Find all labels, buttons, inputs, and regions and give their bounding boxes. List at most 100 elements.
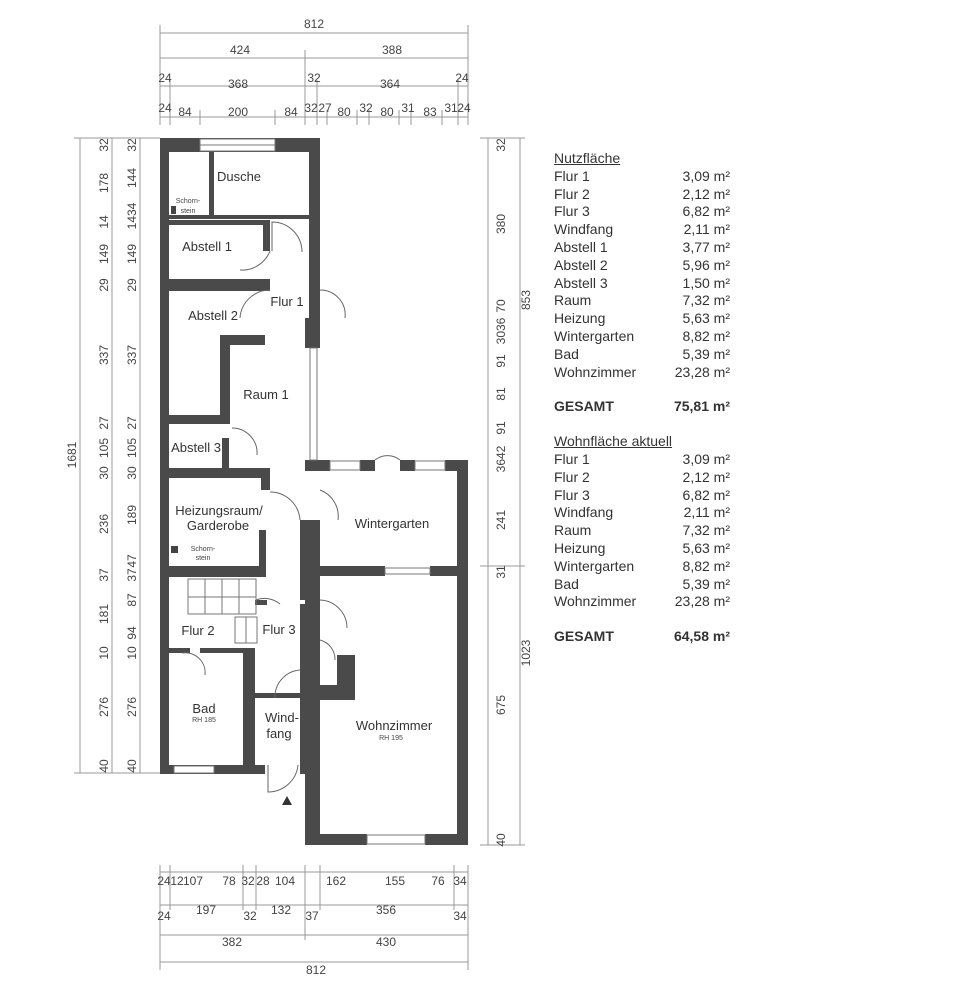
svg-text:91: 91	[494, 354, 508, 368]
svg-text:30: 30	[97, 466, 111, 480]
room-label-schornstein-bottom: stein	[196, 555, 211, 562]
svg-text:144: 144	[125, 168, 139, 188]
dim-top-left: 424	[230, 43, 250, 57]
windows	[173, 138, 446, 845]
dim-left-col2: 32 144 1434 149 29 337 27 105 30 189 47 …	[125, 138, 139, 773]
svg-text:91: 91	[494, 421, 508, 435]
area-name: Abstell 3	[554, 274, 608, 291]
area-name: Flur 1	[554, 167, 590, 184]
area-row: Wohnzimmer 23,28 m²	[554, 364, 730, 382]
svg-text:37: 37	[125, 568, 139, 582]
area-name: Flur 2	[554, 468, 590, 485]
dim-bot-r1: 28	[256, 874, 270, 888]
area-name: Abstell 2	[554, 256, 608, 273]
door-arcs	[181, 221, 401, 793]
area-value: 3,77 m²	[682, 238, 730, 255]
svg-text:27: 27	[97, 416, 111, 430]
svg-text:337: 337	[125, 345, 139, 365]
room-label-schornstein-top: stein	[181, 208, 196, 215]
dim-top-r4: 80	[337, 105, 351, 119]
area-value: 6,82 m²	[682, 203, 730, 220]
area-name: Wohnzimmer	[554, 363, 637, 380]
area-row: Abstell 3 1,50 m²	[554, 275, 730, 293]
dim-bot-r1: 24	[157, 874, 171, 888]
bottom-dimensions: 24 12 107 78 32 28 104 162 155 76 34 24 …	[157, 865, 469, 977]
svg-text:241: 241	[494, 510, 508, 530]
area-value: 2,11 m²	[683, 221, 730, 238]
room-label-wohnzimmer-rh: RH 195	[379, 735, 403, 742]
svg-text:181: 181	[97, 604, 111, 624]
dim-bot-r2: 132	[271, 903, 291, 917]
svg-text:31: 31	[494, 565, 508, 579]
room-label-flur2: Flur 2	[181, 623, 214, 638]
area-name: Heizung	[554, 539, 606, 556]
dim-top-r4: 83	[423, 105, 437, 119]
svg-text:30: 30	[125, 466, 139, 480]
svg-text:178: 178	[97, 173, 111, 193]
dim-bot-r1: 78	[222, 874, 236, 888]
area-value: 2,11 m²	[683, 504, 730, 521]
svg-text:29: 29	[97, 278, 111, 292]
dim-top-total: 812	[304, 17, 324, 31]
area-name: Raum	[554, 522, 592, 539]
dim-right-1023: 1023	[519, 639, 533, 666]
dim-top-r4: 84	[284, 105, 298, 119]
svg-text:94: 94	[125, 626, 139, 640]
svg-text:32: 32	[494, 138, 508, 152]
area-name: Flur 1	[554, 450, 590, 467]
dim-bot-r2: 34	[453, 909, 467, 923]
svg-text:1434: 1434	[125, 202, 139, 229]
dim-left-total: 1681	[65, 441, 79, 468]
svg-text:105: 105	[125, 438, 139, 458]
svg-text:10: 10	[125, 646, 139, 660]
svg-text:337: 337	[97, 345, 111, 365]
room-label-heizung: Heizungsraum/	[175, 503, 263, 518]
dim-right-col1: 32 380 70 3036 91 81 91 3642 241 31 675 …	[494, 138, 508, 847]
dim-bot-total: 812	[306, 963, 326, 977]
svg-text:3642: 3642	[494, 445, 508, 472]
total-value: 75,81 m²	[673, 398, 730, 415]
room-label-bad-rh: RH 185	[192, 717, 216, 724]
dim-bot-r1: 32	[241, 874, 255, 888]
svg-text:47: 47	[125, 554, 139, 568]
svg-text:32: 32	[125, 138, 139, 152]
top-dimensions: 812 424 388 24 368 32 364 24 24 84 200 8…	[158, 17, 471, 125]
area-name: Windfang	[554, 504, 614, 521]
area-row: Windfang 2,11 m²	[554, 504, 730, 522]
dim-right-853: 853	[519, 290, 533, 310]
total-label: GESAMT	[554, 628, 614, 645]
area-value: 3,09 m²	[682, 167, 730, 184]
room-label-abstell2: Abstell 2	[188, 308, 238, 323]
svg-text:149: 149	[125, 244, 139, 264]
dim-bot-r2: 356	[376, 903, 396, 917]
svg-text:276: 276	[97, 697, 111, 717]
svg-text:189: 189	[125, 505, 139, 525]
area-value: 2,12 m²	[682, 185, 730, 202]
area-value: 5,39 m²	[682, 575, 730, 592]
area-value: 8,82 m²	[682, 557, 730, 574]
area-value: 1,50 m²	[682, 274, 730, 291]
room-label-bad: Bad	[192, 701, 215, 716]
area-value: 23,28 m²	[674, 363, 730, 380]
area-value: 3,09 m²	[682, 450, 730, 467]
area-name: Heizung	[554, 310, 606, 327]
area-value: 7,32 m²	[682, 292, 730, 309]
dim-top-r4: 27	[318, 101, 332, 115]
svg-text:10: 10	[97, 646, 111, 660]
dim-top-r3: 24	[455, 71, 469, 85]
nutzflaeche-total: GESAMT 75,81 m²	[554, 398, 730, 416]
svg-text:380: 380	[494, 214, 508, 234]
dim-top-r3: 24	[158, 71, 172, 85]
area-name: Flur 3	[554, 486, 590, 503]
